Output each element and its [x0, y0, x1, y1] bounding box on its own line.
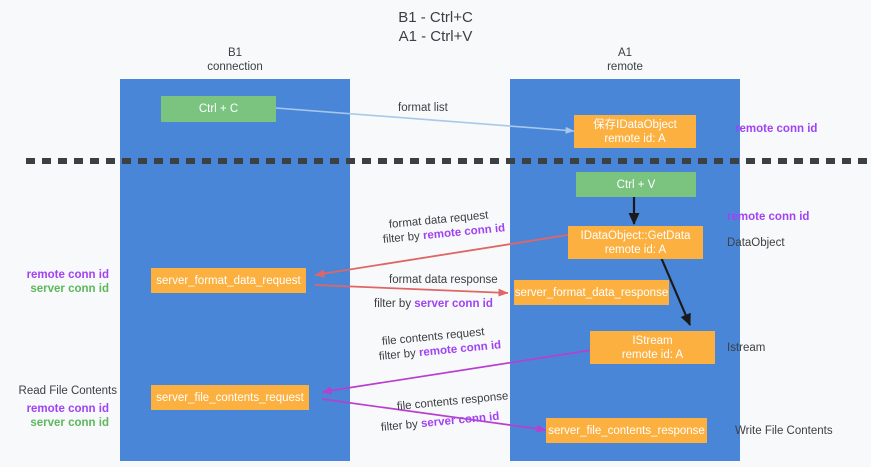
node-server-file-contents-request-label: server_file_contents_request [156, 391, 304, 404]
phase-divider [26, 158, 871, 164]
page-title: B1 - Ctrl+C A1 - Ctrl+V [0, 8, 871, 46]
column-b1-role: connection [207, 61, 263, 73]
flow-label-format-list: format list [398, 102, 448, 114]
node-istream-title: IStream [632, 334, 673, 347]
node-server-format-data-response-label: server_format_data_response [514, 286, 669, 299]
filter-key-server-conn-id: server conn id [414, 298, 493, 310]
title-line-2: A1 - Ctrl+V [398, 28, 473, 45]
filter-prefix: filter by [374, 298, 415, 310]
annotation-left-server-conn-id-mid: server conn id [30, 283, 109, 295]
node-server-file-contents-response-label: server_file_contents_response [548, 424, 705, 437]
annotation-left-remote-conn-id-mid: remote conn id [26, 269, 109, 281]
node-ctrl-c[interactable]: Ctrl + C [161, 96, 276, 122]
node-save-idataobject[interactable]: 保存IDataObject remote id: A [574, 115, 696, 148]
filter-prefix: filter by [378, 347, 420, 363]
column-a1-name: A1 [617, 47, 633, 59]
node-server-file-contents-response[interactable]: server_file_contents_response [546, 418, 707, 443]
filter-key-server-conn-id: server conn id [420, 410, 500, 431]
annotation-istream: Istream [727, 342, 766, 354]
node-ctrl-c-label: Ctrl + C [198, 103, 239, 115]
node-server-format-data-request-label: server_format_data_request [156, 274, 301, 287]
annotation-read-file-contents: Read File Contents [18, 385, 117, 397]
node-istream-remote-id: remote id: A [621, 348, 684, 361]
annotation-write-file-contents: Write File Contents [735, 425, 833, 437]
title-line-1: B1 - Ctrl+C [398, 9, 473, 26]
node-server-format-data-request[interactable]: server_format_data_request [151, 268, 306, 293]
annotation-remote-conn-id-top: remote conn id [735, 123, 818, 135]
annotation-dataobject: DataObject [727, 237, 785, 249]
node-getdata-remote-id: remote id: A [604, 243, 667, 256]
column-b1-name: B1 [227, 47, 243, 59]
column-a1-role: remote [607, 61, 643, 73]
column-header-b1: B1 connection [120, 46, 350, 74]
node-save-idataobject-title: 保存IDataObject [593, 118, 677, 131]
annotation-left-remote-conn-id-bottom: remote conn id [26, 403, 109, 415]
node-idataobject-getdata[interactable]: IDataObject::GetData remote id: A [568, 226, 703, 259]
node-getdata-title: IDataObject::GetData [580, 229, 691, 242]
node-ctrl-v-label: Ctrl + V [616, 178, 656, 191]
annotation-remote-conn-id-mid: remote conn id [727, 211, 810, 223]
node-server-file-contents-request[interactable]: server_file_contents_request [151, 385, 309, 410]
node-istream[interactable]: IStream remote id: A [590, 331, 715, 364]
node-server-format-data-response[interactable]: server_format_data_response [514, 280, 669, 305]
flow-label-format-data-response-filter: filter by server conn id [374, 297, 493, 312]
annotation-left-server-conn-id-bottom: server conn id [30, 417, 109, 429]
filter-prefix: filter by [380, 418, 422, 434]
node-ctrl-v[interactable]: Ctrl + V [576, 172, 696, 197]
filter-prefix: filter by [382, 230, 424, 246]
flow-label-format-data-response: format data response [389, 274, 498, 286]
node-save-idataobject-remote-id: remote id: A [604, 132, 666, 145]
column-header-a1: A1 remote [510, 46, 740, 74]
